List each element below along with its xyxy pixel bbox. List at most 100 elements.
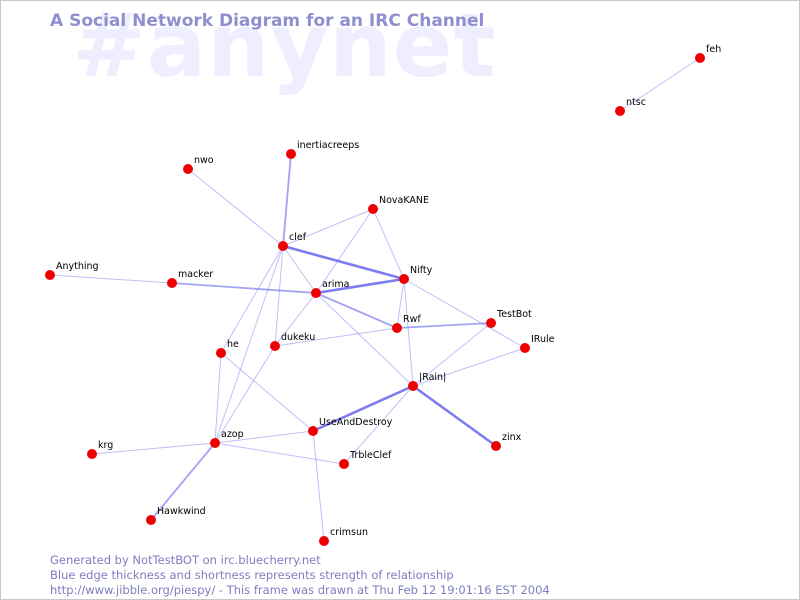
node-dot bbox=[270, 341, 280, 351]
node-label: Rwf bbox=[403, 314, 421, 325]
edge-novakane-arima bbox=[315, 208, 374, 294]
node-rwf: Rwf bbox=[392, 314, 421, 333]
node-label: TestBot bbox=[496, 309, 532, 320]
node-label: he bbox=[227, 339, 239, 350]
edge-clef-he bbox=[220, 245, 284, 354]
node-macker: macker bbox=[167, 269, 213, 288]
node-dot bbox=[615, 106, 625, 116]
node-label: inertiacreeps bbox=[297, 140, 359, 151]
node-dot bbox=[399, 274, 409, 284]
edge-rwf-dukeku bbox=[274, 327, 398, 347]
node-label: krg bbox=[98, 440, 113, 451]
node-label: TrbleClef bbox=[349, 450, 392, 461]
node-dot bbox=[308, 426, 318, 436]
node-novakane: NovaKANE bbox=[368, 195, 429, 214]
edge-clef-nifty bbox=[282, 244, 405, 281]
node-dot bbox=[695, 53, 705, 63]
node-dot bbox=[368, 204, 378, 214]
edge-anything-macker bbox=[49, 274, 173, 284]
node-ntsc: ntsc bbox=[615, 97, 646, 116]
node-dot bbox=[183, 164, 193, 174]
node-anything: Anything bbox=[45, 261, 99, 280]
edge-clef-nwo bbox=[187, 168, 284, 247]
node-inertiacreeps: inertiacreeps bbox=[286, 140, 359, 159]
node-label: feh bbox=[706, 44, 721, 55]
edge-feh-ntsc bbox=[619, 57, 701, 112]
edge-rain-useanddestroy bbox=[312, 384, 414, 433]
node-nifty: Nifty bbox=[399, 265, 433, 284]
node-dot bbox=[167, 278, 177, 288]
node-azop: azop bbox=[210, 429, 244, 448]
node-label: crimsun bbox=[330, 527, 368, 538]
node-dot bbox=[408, 381, 418, 391]
channel-watermark: #anynet bbox=[72, 0, 497, 97]
node-hawkwind: Hawkwind bbox=[146, 506, 206, 525]
footer-source-line: http://www.jibble.org/piespy/ - This fra… bbox=[50, 583, 550, 597]
node-label: zinx bbox=[502, 432, 522, 443]
edge-clef-dukeku bbox=[274, 245, 284, 347]
node-dot bbox=[210, 438, 220, 448]
node-label: arima bbox=[322, 279, 349, 290]
node-label: NovaKANE bbox=[379, 195, 429, 206]
node-dot bbox=[520, 343, 530, 353]
edge-nifty-rain bbox=[403, 278, 414, 387]
edge-clef-novakane bbox=[282, 208, 374, 247]
node-label: Nifty bbox=[410, 265, 433, 276]
edge-arima-nifty bbox=[315, 277, 405, 295]
node-dot bbox=[319, 536, 329, 546]
node-dot bbox=[491, 441, 501, 451]
edge-layer bbox=[49, 57, 701, 542]
node-arima: arima bbox=[311, 279, 349, 298]
node-feh: feh bbox=[695, 44, 721, 63]
node-dot bbox=[486, 318, 496, 328]
node-label: |Rain| bbox=[419, 372, 446, 383]
node-label: macker bbox=[178, 269, 213, 280]
node-krg: krg bbox=[87, 440, 113, 459]
edge-azop-hawkwind bbox=[150, 442, 216, 521]
node-rain: |Rain| bbox=[408, 372, 446, 391]
node-testbot: TestBot bbox=[486, 309, 532, 328]
edge-nifty-irule bbox=[403, 278, 526, 349]
node-dot bbox=[286, 149, 296, 159]
node-useanddestroy: UseAndDestroy bbox=[308, 417, 393, 436]
edge-arima-rain bbox=[315, 292, 414, 387]
edge-rain-trbleclef bbox=[343, 385, 414, 465]
node-dot bbox=[87, 449, 97, 459]
edge-nifty-rwf bbox=[396, 278, 405, 329]
node-label: dukeku bbox=[281, 332, 315, 343]
node-nwo: nwo bbox=[183, 155, 214, 174]
footer-generated-line: Generated by NotTestBOT on irc.bluecherr… bbox=[50, 553, 321, 567]
node-dot bbox=[146, 515, 156, 525]
node-trbleclef: TrbleClef bbox=[339, 450, 392, 469]
node-dukeku: dukeku bbox=[270, 332, 315, 351]
node-label: clef bbox=[289, 232, 307, 243]
footer: Generated by NotTestBOT on irc.bluecherr… bbox=[50, 553, 550, 598]
node-dot bbox=[45, 270, 55, 280]
node-label: Anything bbox=[56, 261, 99, 272]
node-dot bbox=[311, 288, 321, 298]
edge-novakane-nifty bbox=[372, 208, 405, 280]
edge-clef-azop bbox=[214, 245, 284, 444]
node-zinx: zinx bbox=[491, 432, 522, 451]
edge-irule-rain bbox=[412, 347, 526, 387]
edge-testbot-rain bbox=[412, 322, 492, 387]
node-clef: clef bbox=[278, 232, 307, 251]
node-label: nwo bbox=[194, 155, 214, 166]
footer-legend-line: Blue edge thickness and shortness repres… bbox=[50, 568, 454, 582]
node-dot bbox=[278, 241, 288, 251]
node-dot bbox=[216, 348, 226, 358]
edge-he-useanddestroy bbox=[220, 352, 314, 432]
edge-dukeku-azop bbox=[214, 345, 276, 444]
node-dot bbox=[339, 459, 349, 469]
edge-azop-trbleclef bbox=[214, 442, 345, 465]
edge-rwf-testbot bbox=[396, 322, 492, 329]
edge-clef-arima bbox=[282, 245, 317, 294]
edge-useanddestroy-azop bbox=[214, 430, 314, 444]
node-dot bbox=[392, 323, 402, 333]
node-irule: IRule bbox=[520, 334, 555, 353]
edge-useanddestroy-crimsun bbox=[312, 430, 325, 542]
diagram-title: A Social Network Diagram for an IRC Chan… bbox=[50, 11, 485, 31]
